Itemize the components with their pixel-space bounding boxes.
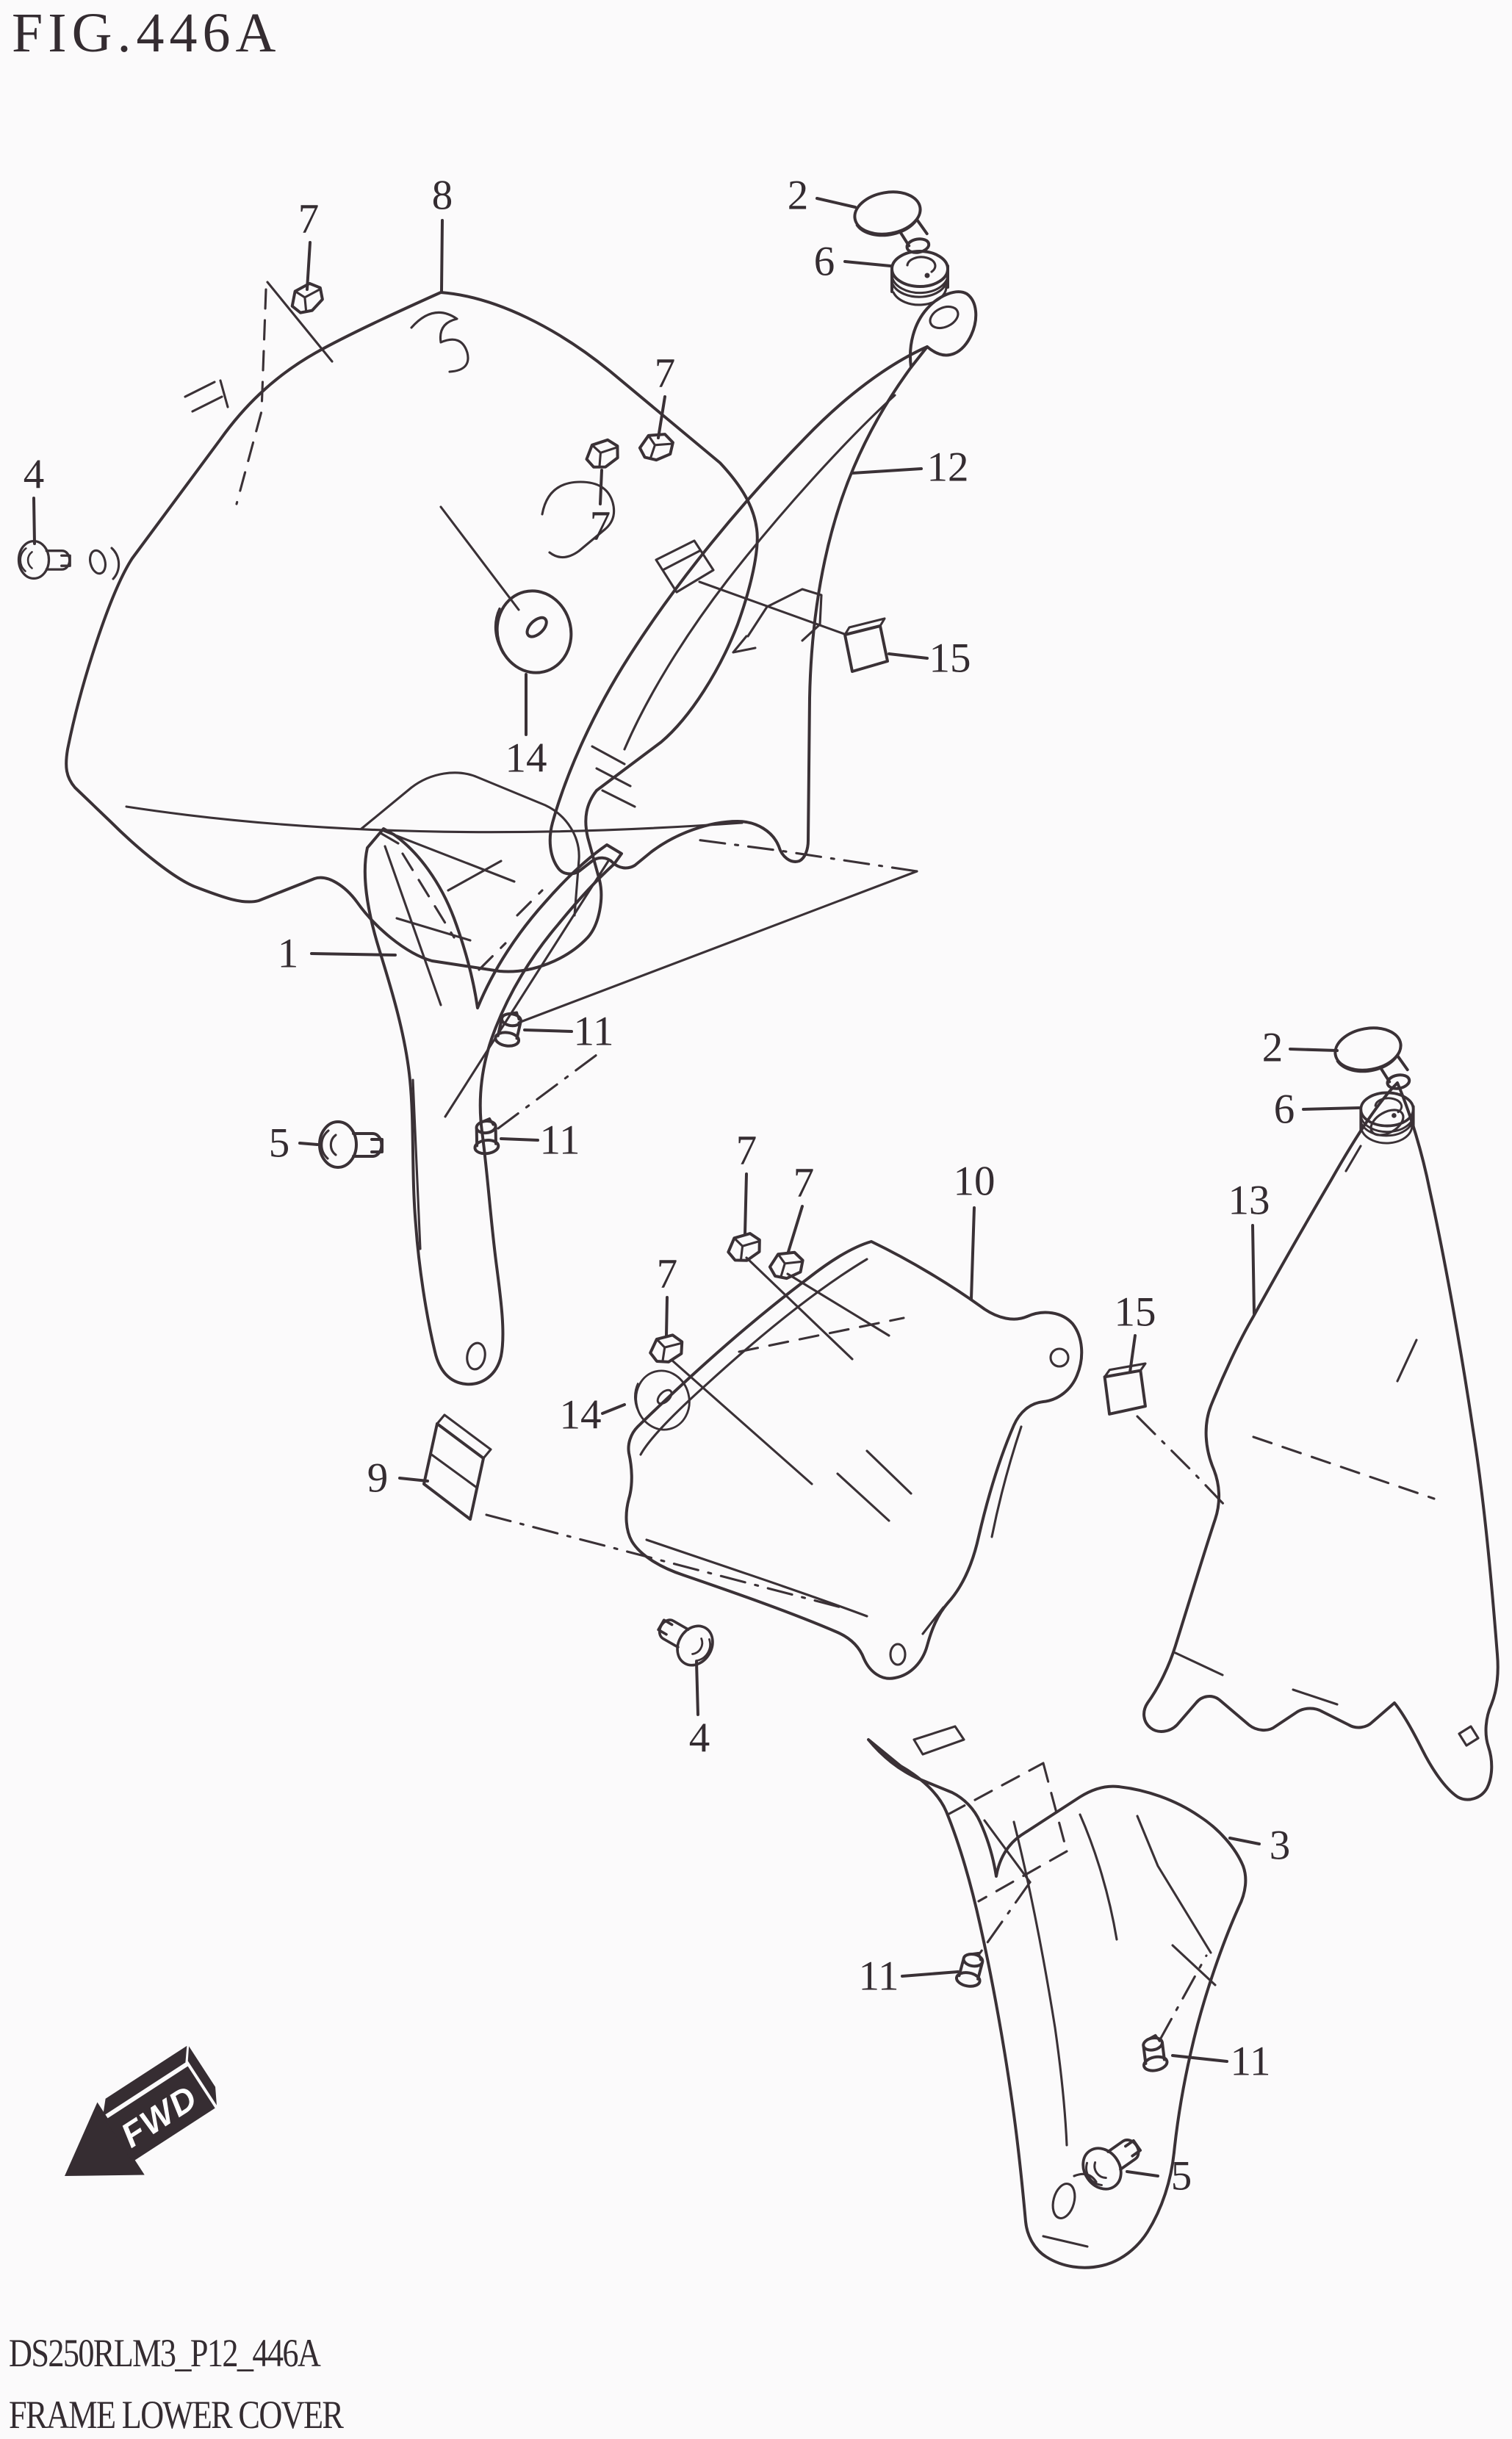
screw-4-b xyxy=(649,1607,721,1674)
part-callout-15: 15 xyxy=(929,635,971,682)
fwd-arrow-body xyxy=(105,2066,215,2162)
part-callout-3: 3 xyxy=(1269,1822,1291,1869)
part-10-center-cover xyxy=(624,1240,1084,1680)
fwd-arrow-end-edge xyxy=(187,2046,217,2105)
part-callout-7: 7 xyxy=(656,1250,678,1297)
clip-7-c xyxy=(637,430,675,464)
part-callout-5: 5 xyxy=(1170,2152,1192,2200)
fasteners xyxy=(17,185,1415,2198)
part-callout-11: 11 xyxy=(539,1117,580,1164)
part-callout-7: 7 xyxy=(735,1127,757,1174)
part-callout-8: 8 xyxy=(431,172,453,219)
part-callout-14: 14 xyxy=(505,735,547,782)
part-callout-14: 14 xyxy=(559,1391,602,1438)
part-13-side-cover xyxy=(1142,1081,1500,1801)
part-callout-7: 7 xyxy=(298,195,320,242)
footer-part-code: DS250RLM3_P12_446A xyxy=(9,2331,321,2375)
cushion-15-a xyxy=(843,617,889,673)
part-callout-6: 6 xyxy=(1273,1086,1295,1133)
footer-figure-caption: FRAME LOWER COVER xyxy=(9,2393,344,2437)
clip-7-b xyxy=(583,437,622,471)
part-12-side-cover xyxy=(548,290,978,876)
part-8-front-cover xyxy=(65,281,759,973)
fwd-arrow-head xyxy=(65,2102,145,2176)
part-callout-10: 10 xyxy=(953,1158,996,1205)
part-callout-7: 7 xyxy=(793,1159,815,1206)
part-callout-2: 2 xyxy=(787,172,809,219)
fwd-arrow: FWD xyxy=(65,2045,217,2176)
screw-5-b xyxy=(1073,2125,1151,2198)
grommet-14-a xyxy=(486,581,582,682)
part-callout-5: 5 xyxy=(268,1120,290,1167)
clip-11-c xyxy=(954,1948,987,1990)
part-callout-15: 15 xyxy=(1114,1289,1156,1336)
part-1-bracket xyxy=(363,827,623,1386)
screw-5-a xyxy=(318,1120,384,1169)
part-callout-11: 11 xyxy=(858,1953,899,2000)
part-callout-9: 9 xyxy=(367,1455,389,1502)
clip-7-e xyxy=(767,1249,805,1281)
part-callout-4: 4 xyxy=(23,451,45,498)
clip-7-f xyxy=(647,1333,685,1365)
part-callout-11: 11 xyxy=(1230,2038,1271,2085)
figure-title: FIG.446A xyxy=(12,2,281,64)
leader-lines xyxy=(32,197,1361,2177)
clip-7-d xyxy=(725,1231,763,1264)
fwd-arrow-top-edge xyxy=(103,2045,187,2116)
cushion-9 xyxy=(422,1413,492,1521)
part-callout-13: 13 xyxy=(1228,1177,1270,1224)
part-callout-7: 7 xyxy=(654,350,676,397)
part-callout-1: 1 xyxy=(277,930,299,977)
cushion-15-b xyxy=(1101,1359,1150,1419)
clip-7-a xyxy=(285,279,328,318)
part-callout-7: 7 xyxy=(589,502,611,550)
part-callout-6: 6 xyxy=(813,238,835,285)
part-callout-4: 4 xyxy=(688,1715,710,1762)
screw-4-a xyxy=(17,539,71,580)
part-callout-2: 2 xyxy=(1261,1024,1284,1071)
part-callout-12: 12 xyxy=(926,444,969,491)
part-callout-11: 11 xyxy=(573,1008,614,1055)
clip-11-d xyxy=(1137,2032,1170,2075)
